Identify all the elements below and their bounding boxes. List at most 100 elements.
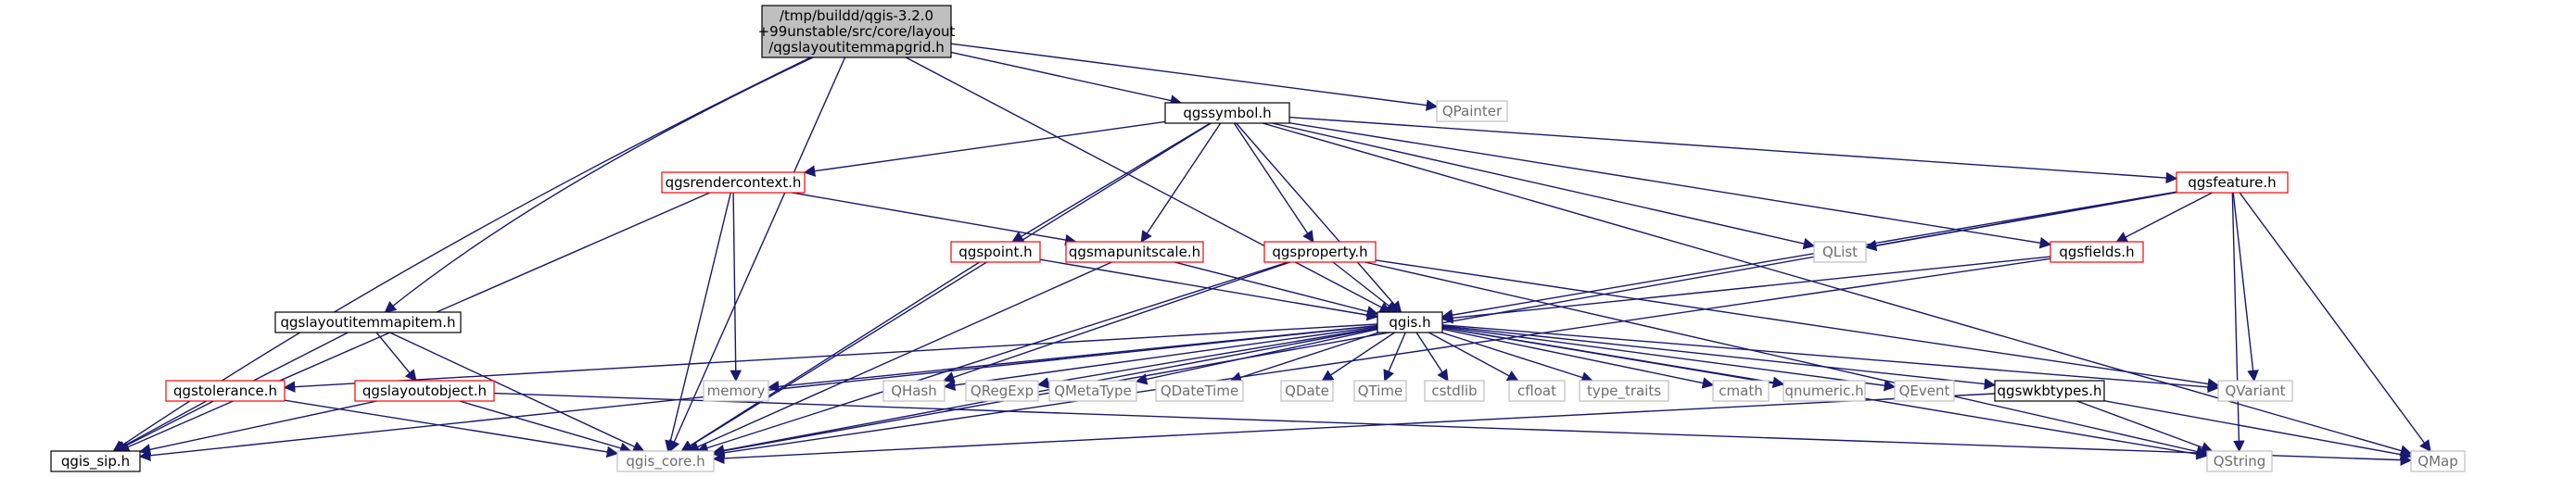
node-cstdlib[interactable]: cstdlib (1424, 380, 1485, 402)
node-qgis-label: qgis.h (1389, 314, 1430, 331)
node-qgsrendercontext-box (661, 171, 806, 194)
edge-qgis-to-qevent (1441, 326, 1897, 392)
node-qgis_sip-label: qgis_sip.h (61, 453, 130, 471)
node-qgsproperty[interactable]: qgsproperty.h (1263, 241, 1377, 263)
node-qvariant-label: QVariant (2225, 383, 2285, 399)
node-type_traits[interactable]: type_traits (1579, 380, 1669, 402)
node-qgspoint-box (950, 241, 1041, 263)
edge-qgslayoutobject-to-qgis_sip (138, 400, 377, 456)
node-qdatetime-box (1155, 380, 1244, 402)
node-qpainter[interactable]: QPainter (1436, 100, 1508, 122)
edge-root-to-qgssymbol (950, 51, 1183, 107)
node-qmetatype[interactable]: QMetaType (1048, 380, 1137, 402)
node-qstring-label: QString (2214, 453, 2266, 470)
edge-qgis-to-type_traits (1441, 332, 1593, 383)
node-qtime-label: QTime (1358, 383, 1403, 399)
node-qgis_core[interactable]: qgis_core.h (616, 450, 715, 472)
node-qgssymbol[interactable]: qgssymbol.h (1164, 102, 1290, 124)
edge-qgsrendercontext-to-qgsmapunitscale (792, 192, 1077, 246)
edge-qgsfields-to-qgis_core (712, 257, 2051, 458)
node-qgswkbtypes[interactable]: qgswkbtypes.h (1994, 380, 2105, 402)
node-memory-box (703, 380, 769, 402)
edge-qgswkbtypes-to-qgis_core (712, 393, 1996, 465)
edge-qgssymbol-to-qgspoint (1011, 122, 1212, 243)
edge-qgssymbol-to-qlist (1272, 122, 1816, 250)
node-qmetatype-box (1048, 380, 1137, 402)
node-qgsproperty-label: qgsproperty.h (1272, 244, 1367, 260)
edge-qgsproperty-to-qgis (1332, 261, 1398, 313)
node-qgsfields[interactable]: qgsfields.h (2049, 241, 2144, 263)
node-qgssymbol-label: qgssymbol.h (1183, 105, 1271, 121)
node-qregexp-label: QRegExp (971, 383, 1034, 399)
edge-qgslayoutobject-to-qmap (493, 392, 2413, 466)
node-cmath-label: cmath (1719, 383, 1762, 399)
edge-qgsfeature-to-qgis (1440, 191, 2177, 321)
node-qgsrendercontext[interactable]: qgsrendercontext.h (661, 171, 806, 194)
node-qgis[interactable]: qgis.h (1377, 311, 1443, 333)
edge-qgspoint-to-qgis_core (680, 261, 981, 452)
node-cfloat[interactable]: cfloat (1508, 380, 1566, 402)
edge-qgswkbtypes-to-qmap (2103, 400, 2413, 460)
edge-qgslayoutitemmapitem-to-qgslayoutobject (375, 332, 417, 382)
node-qdate[interactable]: QDate (1280, 380, 1334, 402)
node-qgis_core-label: qgis_core.h (626, 453, 704, 471)
edge-qgsfields-to-qgis (1440, 256, 2051, 324)
edge-qgis-to-memory (767, 324, 1378, 393)
node-qregexp[interactable]: QRegExp (965, 380, 1039, 402)
node-qhash[interactable]: QHash (882, 380, 945, 402)
node-qgslayoutobject-box (354, 380, 495, 402)
node-qgsproperty-box (1263, 241, 1377, 263)
node-qnumeric[interactable]: qnumeric.h (1783, 380, 1866, 402)
node-qgsfields-box (2049, 241, 2144, 263)
node-qmap[interactable]: QMap (2410, 450, 2466, 472)
node-qstring-box (2206, 450, 2273, 472)
node-memory[interactable]: memory (703, 380, 769, 402)
edge-qgssymbol-to-qmap (1263, 122, 2413, 457)
edge-qgsproperty-to-qstring (1364, 261, 2209, 458)
node-qpainter-label: QPainter (1442, 103, 1503, 119)
node-qevent[interactable]: QEvent (1894, 380, 1955, 402)
edge-qgis-to-qgstolerance (283, 323, 1378, 393)
node-qgslayoutobject[interactable]: qgslayoutobject.h (354, 380, 495, 402)
node-qlist[interactable]: QList (1813, 241, 1867, 263)
node-qgspoint[interactable]: qgspoint.h (950, 241, 1041, 263)
node-qnumeric-box (1783, 380, 1866, 402)
node-qgstolerance-label: qgstolerance.h (173, 383, 277, 399)
node-memory-label: memory (707, 383, 766, 399)
edge-qgis-to-cfloat (1428, 332, 1519, 382)
node-qgspoint-label: qgspoint.h (958, 244, 1032, 260)
node-qvariant[interactable]: QVariant (2217, 380, 2293, 402)
edge-qgstolerance-to-qgis_core (284, 399, 619, 458)
edge-qgis-to-qmetatype (1135, 328, 1378, 385)
root-node[interactable]: /tmp/buildd/qgis-3.2.0 +99unstable/src/c… (758, 5, 956, 58)
node-qgsfeature[interactable]: qgsfeature.h (2176, 171, 2289, 194)
node-cfloat-label: cfloat (1517, 383, 1556, 399)
node-type_traits-box (1579, 380, 1669, 402)
node-qgslayoutitemmapitem[interactable]: qgslayoutitemmapitem.h (274, 311, 462, 333)
edge-qgsfeature-to-qmap (2239, 192, 2431, 453)
node-cmath[interactable]: cmath (1712, 380, 1770, 402)
edge-qgsmapunitscale-to-qgis_core (687, 261, 1112, 453)
node-qdatetime[interactable]: QDateTime (1155, 380, 1244, 402)
node-qgstolerance-box (165, 380, 286, 402)
edge-qgis-to-qgswkbtypes (1441, 325, 1997, 390)
node-qtime[interactable]: QTime (1353, 380, 1407, 402)
node-qgis_sip[interactable]: qgis_sip.h (50, 450, 141, 472)
node-type_traits-label: type_traits (1587, 383, 1661, 400)
edge-qgssymbol-to-qgsproperty (1233, 122, 1314, 244)
node-qgstolerance[interactable]: qgstolerance.h (165, 380, 286, 402)
edge-qgslayoutitemmapitem-to-qgis_core (389, 332, 645, 452)
edge-qgslayoutobject-to-qgis_core (459, 400, 632, 454)
edge-qgsmapunitscale-to-qgis (1174, 261, 1379, 318)
node-qgsmapunitscale[interactable]: qgsmapunitscale.h (1065, 241, 1204, 263)
edge-qgsrendercontext-to-qgis_core (665, 192, 731, 453)
node-qmetatype-label: QMetaType (1054, 383, 1132, 399)
node-qgsmapunitscale-box (1065, 241, 1204, 263)
node-qmap-label: QMap (2417, 453, 2457, 470)
node-qgslayoutitemmapitem-label: qgslayoutitemmapitem.h (280, 314, 455, 331)
node-qgswkbtypes-box (1994, 380, 2105, 402)
node-qstring[interactable]: QString (2206, 450, 2273, 472)
node-qgsfeature-box (2176, 171, 2289, 194)
edge-qgsfeature-to-qstring (2231, 192, 2245, 453)
node-qevent-label: QEvent (1899, 383, 1950, 399)
